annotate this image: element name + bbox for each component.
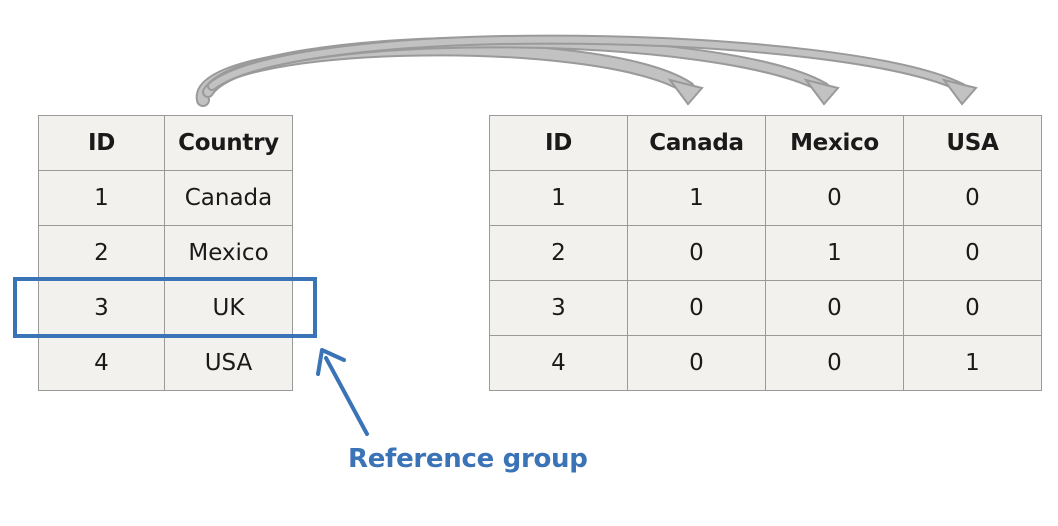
reference-pointer-arrow (316, 348, 369, 436)
cell-canada: 0 (627, 225, 766, 281)
table-row: 1 Canada (38, 170, 293, 226)
cell-canada: 0 (627, 280, 766, 336)
cell-id: 4 (489, 335, 628, 391)
cell-mexico: 0 (765, 280, 904, 336)
cell-mexico: 0 (765, 170, 904, 226)
cell-country: Mexico (164, 225, 293, 281)
source-table: ID Country 1 Canada 2 Mexico 3 UK 4 USA (38, 115, 293, 391)
arrowhead-icon (941, 78, 978, 106)
cell-country: USA (164, 335, 293, 391)
table-header-row: ID Country (38, 115, 293, 171)
cell-id: 2 (38, 225, 165, 281)
pointer-arrowhead-icon (316, 348, 346, 376)
cell-usa: 0 (903, 280, 1042, 336)
cell-mexico: 0 (765, 335, 904, 391)
cell-mexico: 1 (765, 225, 904, 281)
cell-usa: 0 (903, 225, 1042, 281)
header-country: Country (164, 115, 293, 171)
cell-id: 3 (489, 280, 628, 336)
table-row: 3 0 0 0 (489, 280, 1042, 336)
cell-id: 2 (489, 225, 628, 281)
table-row: 1 1 0 0 (489, 170, 1042, 226)
cell-country: UK (164, 280, 293, 336)
header-id: ID (489, 115, 628, 171)
curved-arrow-canada (195, 42, 704, 107)
cell-country: Canada (164, 170, 293, 226)
cell-usa: 0 (903, 170, 1042, 226)
cell-id: 1 (489, 170, 628, 226)
header-id: ID (38, 115, 165, 171)
reference-group-label: Reference group (348, 444, 588, 474)
table-row: 4 USA (38, 335, 293, 391)
cell-id: 3 (38, 280, 165, 336)
table-header-row: ID Canada Mexico USA (489, 115, 1042, 171)
table-row: 4 0 0 1 (489, 335, 1042, 391)
arrowhead-icon (667, 78, 704, 106)
header-canada: Canada (627, 115, 766, 171)
arrowhead-icon (803, 78, 840, 106)
cell-canada: 0 (627, 335, 766, 391)
table-row: 2 0 1 0 (489, 225, 1042, 281)
cell-id: 4 (38, 335, 165, 391)
header-usa: USA (903, 115, 1042, 171)
curved-arrow-usa (207, 34, 978, 106)
header-mexico: Mexico (765, 115, 904, 171)
encoded-table: ID Canada Mexico USA 1 1 0 0 2 0 1 0 3 0 (489, 115, 1042, 391)
cell-usa: 1 (903, 335, 1042, 391)
table-row: 3 UK (38, 280, 293, 336)
table-row: 2 Mexico (38, 225, 293, 281)
curved-arrow-mexico (202, 36, 840, 106)
cell-canada: 1 (627, 170, 766, 226)
cell-id: 1 (38, 170, 165, 226)
